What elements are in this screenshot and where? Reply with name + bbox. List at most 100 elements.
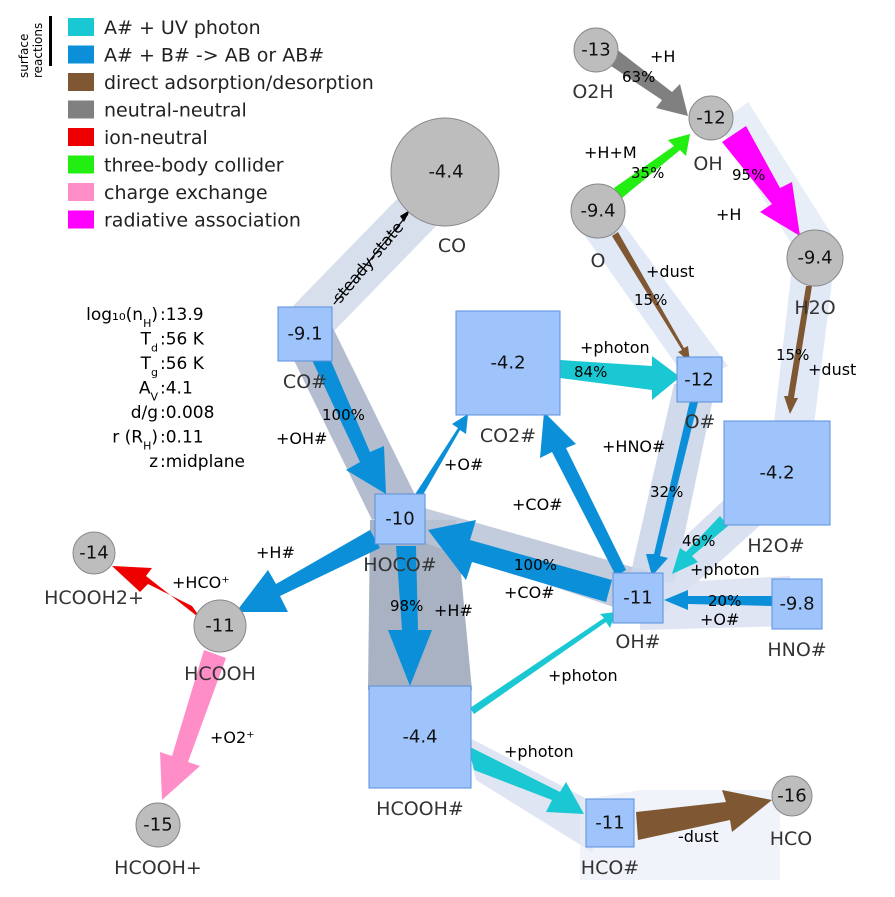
name-h2o: H2O: [794, 297, 835, 319]
label-os-hno: +HNO#: [602, 437, 665, 456]
label-hoco-h: +H#: [256, 543, 295, 562]
label-hoco-h2: +H#: [434, 601, 473, 620]
param-label-close-5: ): [151, 428, 158, 448]
param-value-3: :4.1: [160, 379, 193, 399]
node-hco: [771, 775, 813, 817]
node-co: [390, 117, 500, 227]
param-label-1: Td: [140, 330, 158, 355]
label-oh-h: +H: [716, 205, 741, 224]
label-hcooh-o2: +O2⁺: [210, 728, 255, 747]
label-ohs-pct: 100%: [514, 556, 557, 574]
node-o: [570, 183, 626, 239]
node-hcoohs: [368, 685, 472, 789]
value-hcoohs: -4.4: [402, 727, 437, 748]
name-hcooh: HCOOH: [184, 663, 256, 685]
value-ohs: -11: [623, 588, 652, 609]
label-hcoohs-photon: +photon: [548, 666, 618, 685]
label-co2-pct: 84%: [574, 363, 607, 381]
value-o2h: -13: [581, 40, 610, 61]
param-label-main-5: r (R: [112, 428, 143, 448]
value-co: -4.4: [428, 162, 463, 183]
arrow-ohs-to-co2s: [540, 412, 626, 576]
label-hno-os: +O#: [700, 610, 739, 629]
arrow-hcooh-to-hcooh2p: [112, 566, 202, 620]
name-os: O#: [685, 411, 716, 433]
node-values: -4.4 -13 -12 -9.4 -9.4 -9.1 -4.2 -12 -4.…: [79, 40, 832, 836]
label-co-pct: 100%: [322, 406, 365, 424]
node-hcooh2p: [72, 531, 116, 575]
label-o-dust: +dust: [646, 262, 694, 281]
value-hcoohp: -15: [143, 815, 172, 836]
arrow-co2s-to-os: [560, 356, 680, 400]
legend-swatch-7: [68, 210, 94, 229]
label-o2h-pct: 63%: [622, 68, 655, 86]
arrow-h2os-to-ohs: [672, 516, 728, 574]
value-hocos: -10: [385, 509, 414, 530]
name-ohs: OH#: [615, 631, 660, 653]
label-oh-pct: 95%: [732, 166, 765, 184]
label-hcoohs-photon2: +photon: [504, 742, 574, 761]
value-hcooh2p: -14: [79, 543, 108, 564]
name-hcoohp: HCOOH+: [114, 857, 202, 879]
gas-species: [72, 27, 844, 848]
node-hcooh: [193, 599, 247, 653]
legend-label-6: charge exchange: [104, 182, 268, 204]
param-value-5: :0.11: [160, 428, 204, 448]
legend-bracket: [49, 16, 52, 66]
param-label-main-6: z: [149, 452, 158, 472]
label-os-pct: 32%: [650, 483, 683, 501]
value-hcooh: -11: [205, 616, 234, 637]
legend-swatch-4: [68, 128, 94, 146]
label-co-ohs: +OH#: [276, 429, 327, 448]
band-hocos-to-hcoohs: [368, 520, 472, 690]
arrow-o-to-oh: [614, 134, 690, 198]
param-label-sub-2: g: [151, 366, 158, 379]
arrow-hocos-to-co2s: [414, 414, 468, 500]
legend-label-0: A# + UV photon: [104, 17, 261, 39]
param-label-close-0: ): [151, 305, 158, 325]
legend-label-7: radiative association: [104, 210, 301, 232]
label-h2os-pct: 46%: [682, 532, 715, 550]
reaction-arrows: [112, 48, 812, 840]
legend-swatch-1: [68, 45, 94, 64]
name-oh: OH: [693, 153, 722, 175]
param-label-main-1: T: [140, 330, 152, 350]
node-ohs: [612, 572, 664, 624]
label-o2h-h: +H: [650, 47, 675, 66]
arrow-h2o-to-h2os: [784, 286, 812, 414]
label-hcooh-hco: +HCO⁺: [172, 573, 230, 592]
node-o2h: [573, 27, 619, 73]
legend-swatch-6: [68, 183, 94, 201]
legend-swatch-0: [68, 18, 94, 36]
label-o-pct: 35%: [631, 164, 664, 182]
arrow-hocos-to-hcoohs: [388, 546, 432, 686]
legend-swatch-3: [68, 100, 94, 119]
legend-swatch-5: [68, 155, 94, 174]
arrow-o2h-to-oh: [605, 48, 688, 116]
steady-state-arrowhead: [400, 210, 410, 222]
label-co2-photon: +photon: [580, 338, 650, 357]
value-h2o: -9.4: [797, 248, 832, 269]
arrow-cos-to-hocos: [312, 354, 386, 494]
name-hnos: HNO#: [767, 639, 826, 661]
parameters-block: log₁₀(nH):13.9Td:56 KTg:56 KAV:4.1d/g:0.…: [86, 305, 245, 472]
param-label-sub-3: V: [150, 390, 158, 403]
param-label-3: AV: [139, 379, 159, 404]
node-os: [676, 356, 723, 403]
legend-side-label-2: reactions: [31, 23, 45, 78]
steady-state-arrow: [333, 213, 409, 305]
legend-label-2: direct adsorption/desorption: [104, 72, 374, 94]
arrow-hcoohs-to-ohs: [470, 612, 616, 714]
node-names: CO O2H OH O H2O CO# CO2# O# H2O# HOCO# O…: [44, 81, 836, 879]
param-label-sub-0: H: [143, 317, 151, 330]
arrow-hnos-to-ohs: [664, 590, 772, 610]
param-value-0: :13.9: [160, 305, 204, 325]
name-cos: CO#: [283, 371, 327, 393]
param-label-4: d/g: [131, 403, 158, 423]
param-value-6: :midplane: [160, 452, 245, 472]
arrow-os-to-ohs: [646, 392, 700, 576]
param-label-5: r (RH): [112, 428, 158, 453]
name-co2s: CO2#: [480, 425, 536, 447]
